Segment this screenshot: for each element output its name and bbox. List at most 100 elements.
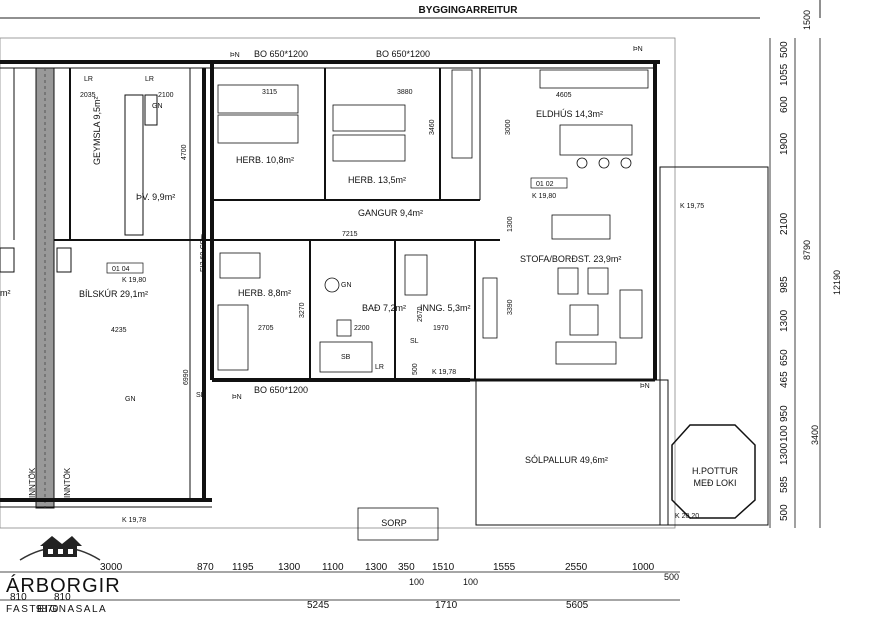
dim-2705: 2705 (258, 325, 274, 332)
unit-tag-1: 01 04 (112, 266, 130, 273)
dim-4235: 4235 (111, 327, 127, 334)
bottom-dim-row1-3: 1300 (278, 562, 301, 573)
right-dim-5: 985 (779, 276, 790, 293)
bottom-dim-row1-0: 3000 (100, 562, 123, 573)
right-total-1500: 1500 (802, 10, 812, 30)
level-k1: K 19,80 (122, 277, 146, 284)
bottom-dim-row1-4: 1100 (322, 562, 344, 573)
room-stofa: STOFA/BORÐST. 23,9m² (520, 254, 621, 264)
bottom-dim-row1-10: 1000 (632, 562, 655, 573)
dim-2035: 2035 (80, 92, 96, 99)
dim-3270: 3270 (299, 302, 306, 318)
right-total-8790: 8790 (802, 240, 812, 260)
bottom-dim-row1-9: 2550 (565, 562, 588, 573)
room-herb2: HERB. 13,5m² (348, 175, 406, 185)
dim-500: 500 (412, 363, 419, 375)
level-k2: K 19,80 (532, 193, 556, 200)
furniture (217, 69, 649, 541)
dim-7215: 7215 (342, 231, 358, 238)
lr-tag-3: LR (375, 364, 384, 371)
dim-3460: 3460 (429, 119, 436, 135)
sl-tag-2: SL (410, 338, 419, 345)
logo-sub: FASTEIGNASALA (6, 604, 107, 615)
unit-tag-box-1 (106, 262, 144, 274)
room-herb3: HERB. 8,8m² (238, 288, 291, 298)
bottom-dim-row2-3: 1710 (435, 600, 458, 611)
logo-overlap-dim: 9870 (36, 604, 59, 615)
level-k5: K 19,78 (122, 517, 146, 524)
room-herb1: HERB. 10,8m² (236, 155, 294, 165)
right-dim-12: 585 (779, 476, 790, 493)
dim-3000: 3000 (505, 119, 512, 135)
room-eldhus: ELDHÚS 14,3m² (536, 109, 603, 119)
right-dim-11: 1300 (779, 442, 790, 465)
hot-tub-label-1: H.POTTUR (692, 466, 738, 476)
plan-title: BYGGINGARREITUR (419, 5, 519, 16)
right-dim-9: 950 (779, 405, 790, 422)
north-mark-1: ÞN (230, 52, 240, 59)
dim-4700: 4700 (181, 144, 188, 160)
deck (475, 166, 769, 526)
bottom-dim-row1-7: 1510 (432, 562, 455, 573)
window-label-3: BO 650*1200 (254, 385, 308, 395)
bottom-dim-100-a: 100 (409, 577, 424, 587)
right-dim-10: 100 (779, 425, 790, 442)
room-inng: INNG. 5,3m² (420, 303, 471, 313)
left-block (0, 60, 212, 509)
sb-tag: SB (341, 354, 351, 361)
dim-2200: 2200 (354, 325, 370, 332)
right-dim-0: 500 (779, 41, 790, 58)
north-mark-4: ÞN (640, 383, 650, 390)
house-logo-icon (40, 536, 82, 557)
unit-tag-2: 01 02 (536, 181, 554, 188)
room-thv: ÞV. 9,9m² (136, 192, 175, 202)
logo-name: ÁRBORGIR (6, 574, 121, 597)
dim-3115: 3115 (262, 89, 277, 96)
lr-tag-2: LR (145, 76, 154, 83)
lr-tag-1: LR (84, 76, 93, 83)
room-bilskur: BÍLSKÚR 29,1m² (79, 289, 148, 299)
fire-rating: EI2 60-CSm (200, 234, 207, 272)
room-solpallur: SÓLPALLUR 49,6m² (525, 455, 608, 465)
inntok-1: INNTÖK (28, 467, 37, 498)
right-dimensions: 5001055600190021009851300650465950100130… (779, 41, 790, 521)
dim-3390: 3390 (507, 299, 514, 315)
north-mark-3: ÞN (232, 394, 242, 401)
hot-tub-label-2: MEÐ LOKI (693, 478, 736, 488)
bottom-dim-row1-8: 1555 (493, 562, 516, 573)
gn-tag-3: GN (125, 396, 136, 403)
right-dim-2: 600 (779, 96, 790, 113)
room-gangur: GANGUR 9,4m² (358, 208, 423, 218)
dim-3880: 3880 (397, 89, 413, 96)
dim-1300: 1300 (507, 216, 514, 232)
north-mark-2: ÞN (633, 46, 643, 53)
right-total-3400: 3400 (810, 425, 820, 445)
right-dim-8: 465 (779, 371, 790, 388)
right-dim-3: 1900 (779, 132, 790, 155)
bottom-dim-row2-2: 5245 (307, 600, 330, 611)
bottom-dim-500: 500 (664, 572, 679, 582)
right-dim-4: 2100 (779, 212, 790, 235)
dim-2100: 2100 (158, 92, 174, 99)
room-bad: BAÐ 7,2m² (362, 303, 406, 313)
right-dim-1: 1055 (779, 63, 790, 86)
bottom-dim-row2-4: 5605 (566, 600, 589, 611)
window-label-2: BO 650*1200 (376, 49, 430, 59)
unit-tag-box-2 (530, 177, 568, 189)
bottom-dim-row1-6: 350 (398, 562, 415, 573)
agency-logo: ÁRBORGIR FASTEIGNASALA 9870 (6, 536, 121, 615)
room-partial-label: m² (0, 288, 11, 298)
right-dim-7: 650 (779, 349, 790, 366)
room-geymsla: GEYMSLA 9,5m² (92, 96, 102, 165)
sl-tag-1: SL (196, 392, 205, 399)
gn-tag-2: GN (341, 282, 352, 289)
dim-2670: 2670 (417, 306, 424, 322)
right-dim-6: 1300 (779, 309, 790, 332)
right-total-12190: 12190 (832, 270, 842, 295)
plot-boundary (0, 37, 676, 529)
bottom-dim-row1-2: 1195 (232, 562, 254, 573)
level-k6: K 20,20 (675, 513, 699, 520)
inntok-2: INNTÖK (63, 467, 72, 498)
